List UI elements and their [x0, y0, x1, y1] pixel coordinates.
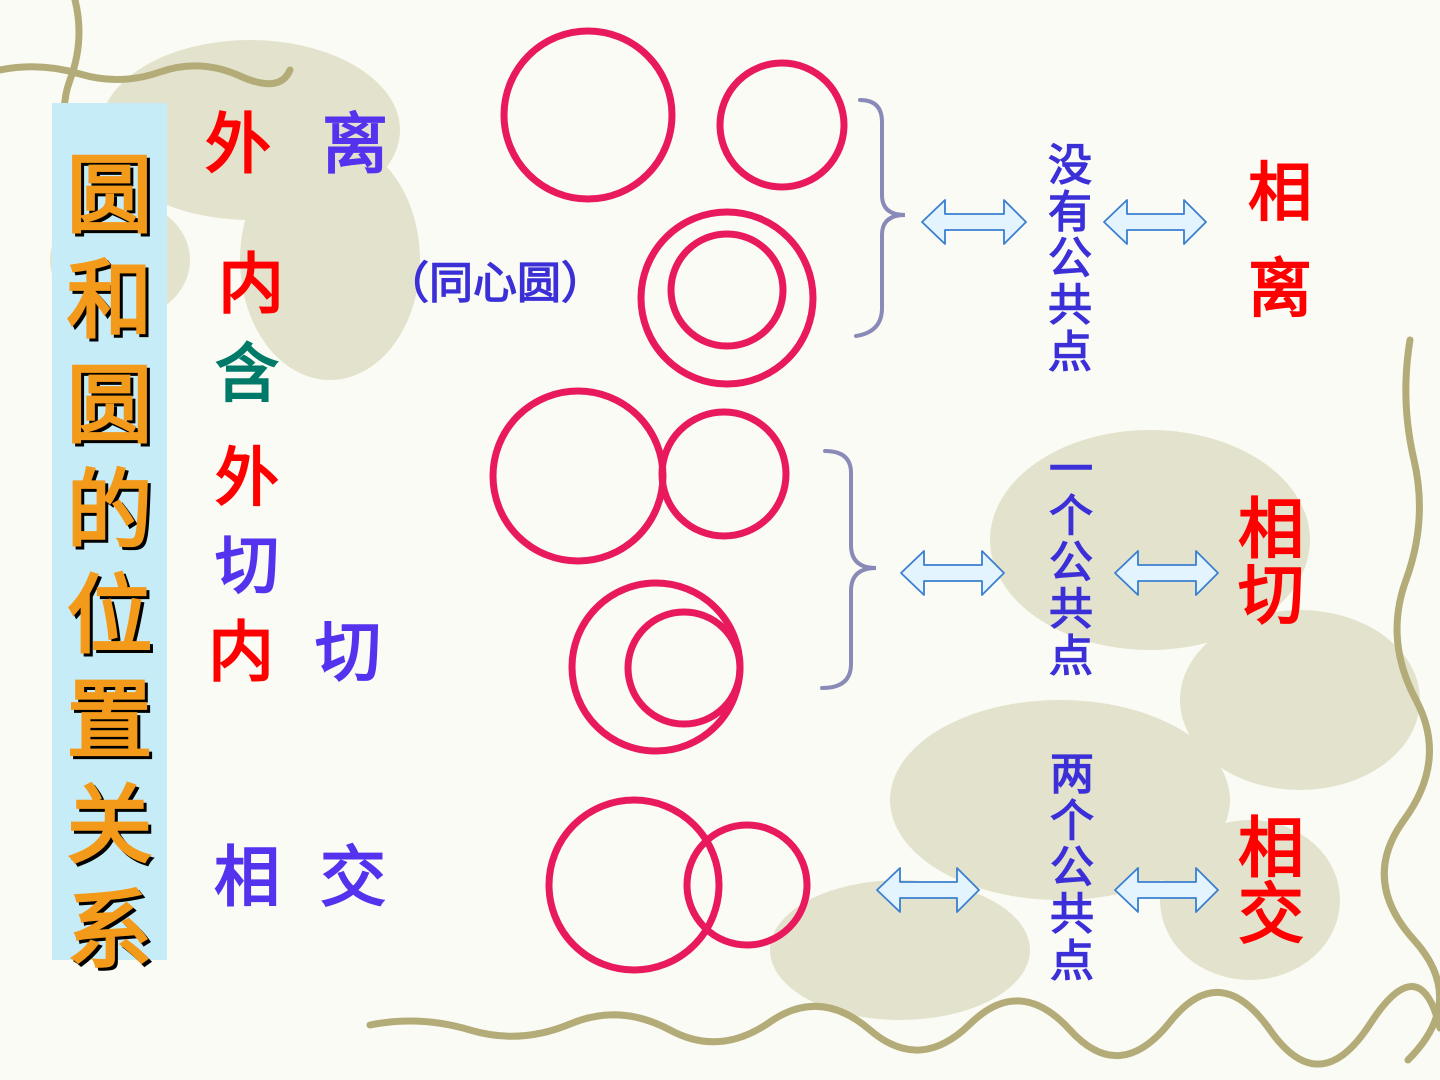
- char: 点: [1049, 630, 1093, 682]
- circle-intersect-right: [683, 821, 811, 949]
- char: 共: [1049, 583, 1093, 635]
- char: 公: [1048, 233, 1092, 285]
- label-concentric: （同心圆）: [385, 258, 605, 309]
- char: 相: [1238, 491, 1304, 568]
- double-arrow-icon: [900, 550, 1005, 596]
- common-point-two: 两 个 公 共 点: [1042, 749, 1102, 987]
- label-outer: 外: [205, 106, 271, 183]
- title-panel: 圆 和 圆 的 位 置 关 系: [52, 103, 167, 981]
- title-char: 的: [66, 461, 153, 561]
- char: 没: [1048, 140, 1092, 191]
- char: 点: [1050, 935, 1094, 987]
- char: 离: [1248, 253, 1312, 327]
- char: 两: [1050, 749, 1094, 800]
- char: 有: [1048, 186, 1092, 238]
- label-tangent: 切: [315, 614, 381, 691]
- title-char: 系: [66, 881, 153, 981]
- char: 公: [1050, 842, 1094, 894]
- circle-inner-tangent-outer: [568, 579, 744, 755]
- label-outer: 外: [215, 442, 279, 516]
- relation-intersect: 相 交: [1234, 816, 1308, 948]
- title-char: 置: [66, 671, 153, 771]
- relation-tangent: 相 切: [1234, 497, 1308, 629]
- label-tangent: 切: [215, 530, 279, 604]
- circle-inner-tangent-inner: [624, 608, 744, 728]
- circle-outer-separate-right: [716, 59, 848, 191]
- common-point-none: 没 有 公 共 点: [1040, 140, 1100, 378]
- double-arrow-icon: [1114, 550, 1219, 596]
- char: 公: [1049, 537, 1093, 589]
- common-point-one: 一 个 公 共 点: [1041, 444, 1101, 682]
- char: 切: [1238, 557, 1304, 634]
- circle-concentric-outer: [637, 208, 817, 388]
- char: 相: [1248, 157, 1312, 231]
- char: 相: [1238, 810, 1304, 887]
- title-char: 圆: [66, 146, 153, 246]
- circle-outer-separate-left: [500, 27, 676, 203]
- double-arrow-icon: [921, 199, 1027, 245]
- label-inner: 内: [218, 246, 284, 323]
- circle-intersect-left: [545, 796, 723, 974]
- char: 点: [1048, 326, 1092, 378]
- brace-no-common-point: [854, 98, 906, 338]
- label-inner: 内: [208, 614, 274, 691]
- label-cross: 交: [320, 839, 386, 916]
- double-arrow-icon: [876, 867, 980, 913]
- double-arrow-icon: [1103, 199, 1207, 245]
- label-contain: 含: [215, 338, 279, 412]
- label-phase: 相: [214, 839, 280, 916]
- circle-outer-tangent-right: [658, 408, 790, 540]
- title-char: 圆: [66, 356, 153, 456]
- char: 交: [1238, 876, 1304, 953]
- circle-outer-tangent-left: [489, 387, 667, 565]
- brace-one-common-point: [820, 449, 877, 690]
- title-char: 关: [66, 776, 153, 876]
- char: 共: [1050, 888, 1094, 940]
- relation-separate: 相 离: [1245, 146, 1315, 338]
- title-char: 和: [66, 251, 153, 351]
- char: 一: [1049, 444, 1093, 495]
- circle-concentric-inner: [667, 230, 787, 350]
- char: 共: [1048, 279, 1092, 331]
- double-arrow-icon: [1114, 867, 1219, 913]
- label-separate: 离: [322, 106, 388, 183]
- char: 个: [1049, 490, 1093, 542]
- char: 个: [1050, 795, 1094, 847]
- title-char: 位: [66, 566, 153, 666]
